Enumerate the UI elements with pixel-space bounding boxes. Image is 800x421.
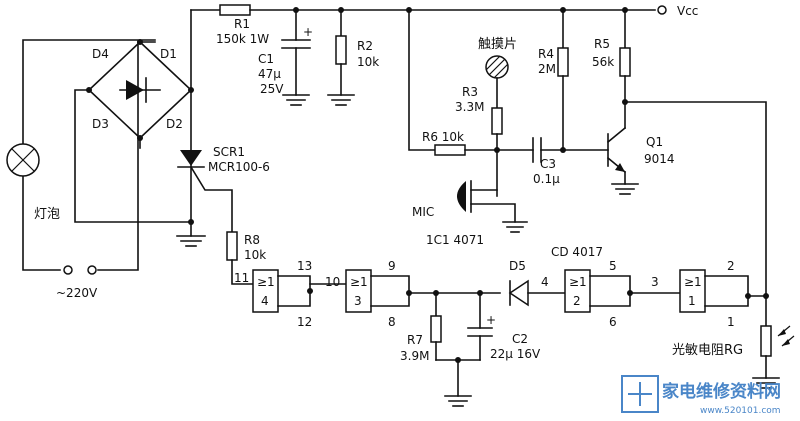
r4-ref: R4	[538, 47, 554, 61]
r3-ref: R3	[462, 85, 478, 99]
vcc-terminal	[657, 5, 667, 15]
r4-resistor	[557, 9, 569, 151]
gate-4	[252, 269, 347, 313]
pin-2: 2	[727, 259, 735, 273]
d1-label: D1	[160, 47, 177, 61]
r1-resistor	[219, 4, 251, 16]
vcc-label: Vcc	[677, 4, 698, 18]
gate-1-num: 1	[688, 294, 696, 308]
r2-ref: R2	[357, 39, 373, 53]
r1-value: 150k 1W	[216, 32, 269, 46]
ground-bottom	[444, 359, 472, 407]
gate-4-sym: ≥1	[257, 275, 275, 289]
r2-value: 10k	[357, 55, 379, 69]
cd4017-label: CD 4017	[551, 245, 603, 259]
c1-value-2: 25V	[260, 82, 284, 96]
pin-4: 4	[541, 275, 549, 289]
r5-value: 56k	[592, 55, 614, 69]
mains-loop	[22, 39, 156, 271]
gate-2-num: 2	[573, 294, 581, 308]
gate-1-sym: ≥1	[684, 275, 702, 289]
pin-8: 8	[388, 315, 396, 329]
c1-plus: +	[303, 25, 313, 39]
touch-label: 触摸片	[478, 37, 517, 52]
c1-capacitor	[281, 9, 311, 106]
touch-plate	[485, 55, 509, 109]
d5-diode	[508, 279, 566, 307]
r4-value: 2M	[538, 62, 556, 76]
d3-label: D3	[92, 117, 109, 131]
r7-ref: R7	[407, 333, 423, 347]
gate-1	[679, 269, 767, 313]
scr1-thyristor	[177, 150, 233, 233]
c2-capacitor	[467, 292, 493, 361]
mains-terminals	[63, 265, 97, 275]
scr-value: MCR100-6	[208, 160, 270, 174]
r8-resistor	[226, 231, 254, 285]
pin-1: 1	[727, 315, 735, 329]
r1-ref: R1	[234, 17, 250, 31]
gate-3-num: 3	[354, 294, 362, 308]
site-watermark: 家电维修资料网 www.520101.com	[621, 375, 781, 416]
r7-resistor	[430, 292, 481, 361]
c1-ref: C1	[258, 52, 274, 66]
microphone	[457, 149, 528, 233]
light-bulb	[6, 143, 40, 177]
c3-value: 0.1μ	[533, 172, 560, 186]
c2-value: 22μ 16V	[490, 347, 541, 361]
q1-value: 9014	[644, 152, 675, 166]
c2-ref: C2	[512, 332, 528, 346]
r3-value: 3.3M	[455, 100, 484, 114]
r8-ref: R8	[244, 233, 260, 247]
pin-6: 6	[609, 315, 617, 329]
r3-resistor	[491, 107, 503, 151]
scr-ref: SCR1	[213, 145, 245, 159]
gate-2-sym: ≥1	[569, 275, 587, 289]
pin-5: 5	[609, 259, 617, 273]
bulb-label: 灯泡	[34, 207, 60, 222]
r5-ref: R5	[594, 37, 610, 51]
gate-3-sym: ≥1	[350, 275, 368, 289]
r6-label: R6 10k	[422, 130, 464, 144]
c3-ref: C3	[540, 157, 556, 171]
q1-ref: Q1	[646, 135, 663, 149]
pin-3: 3	[651, 275, 659, 289]
c2-plus: +	[486, 313, 496, 327]
q1-transistor	[606, 126, 639, 195]
d2-label: D2	[166, 117, 183, 131]
r2-resistor	[327, 9, 355, 106]
photoresistor-rg	[752, 295, 795, 389]
mains-label: ~220V	[56, 286, 98, 300]
pin-10: 10	[325, 275, 340, 289]
mic-label: MIC	[412, 205, 434, 219]
r5-resistor	[619, 9, 631, 129]
ground-scr	[176, 235, 206, 247]
pin-11: 11	[234, 271, 249, 285]
gate-3	[345, 269, 501, 313]
rg-label: 光敏电阻RG	[672, 343, 743, 358]
r8-value: 10k	[244, 248, 266, 262]
gate-2	[564, 269, 681, 313]
pin-9: 9	[388, 259, 396, 273]
d4-label: D4	[92, 47, 109, 61]
pin-12: 12	[297, 315, 312, 329]
ic1-label: 1C1 4071	[426, 233, 484, 247]
gate-4-num: 4	[261, 294, 269, 308]
watermark-title: 家电维修资料网	[662, 381, 781, 402]
d5-label: D5	[509, 259, 526, 273]
r6-resistor	[434, 144, 466, 156]
c1-value-1: 47μ	[258, 67, 281, 81]
c3-capacitor	[532, 137, 609, 163]
r7-value: 3.9M	[400, 349, 429, 363]
pin-13: 13	[297, 259, 312, 273]
watermark-url: www.520101.com	[700, 406, 781, 416]
